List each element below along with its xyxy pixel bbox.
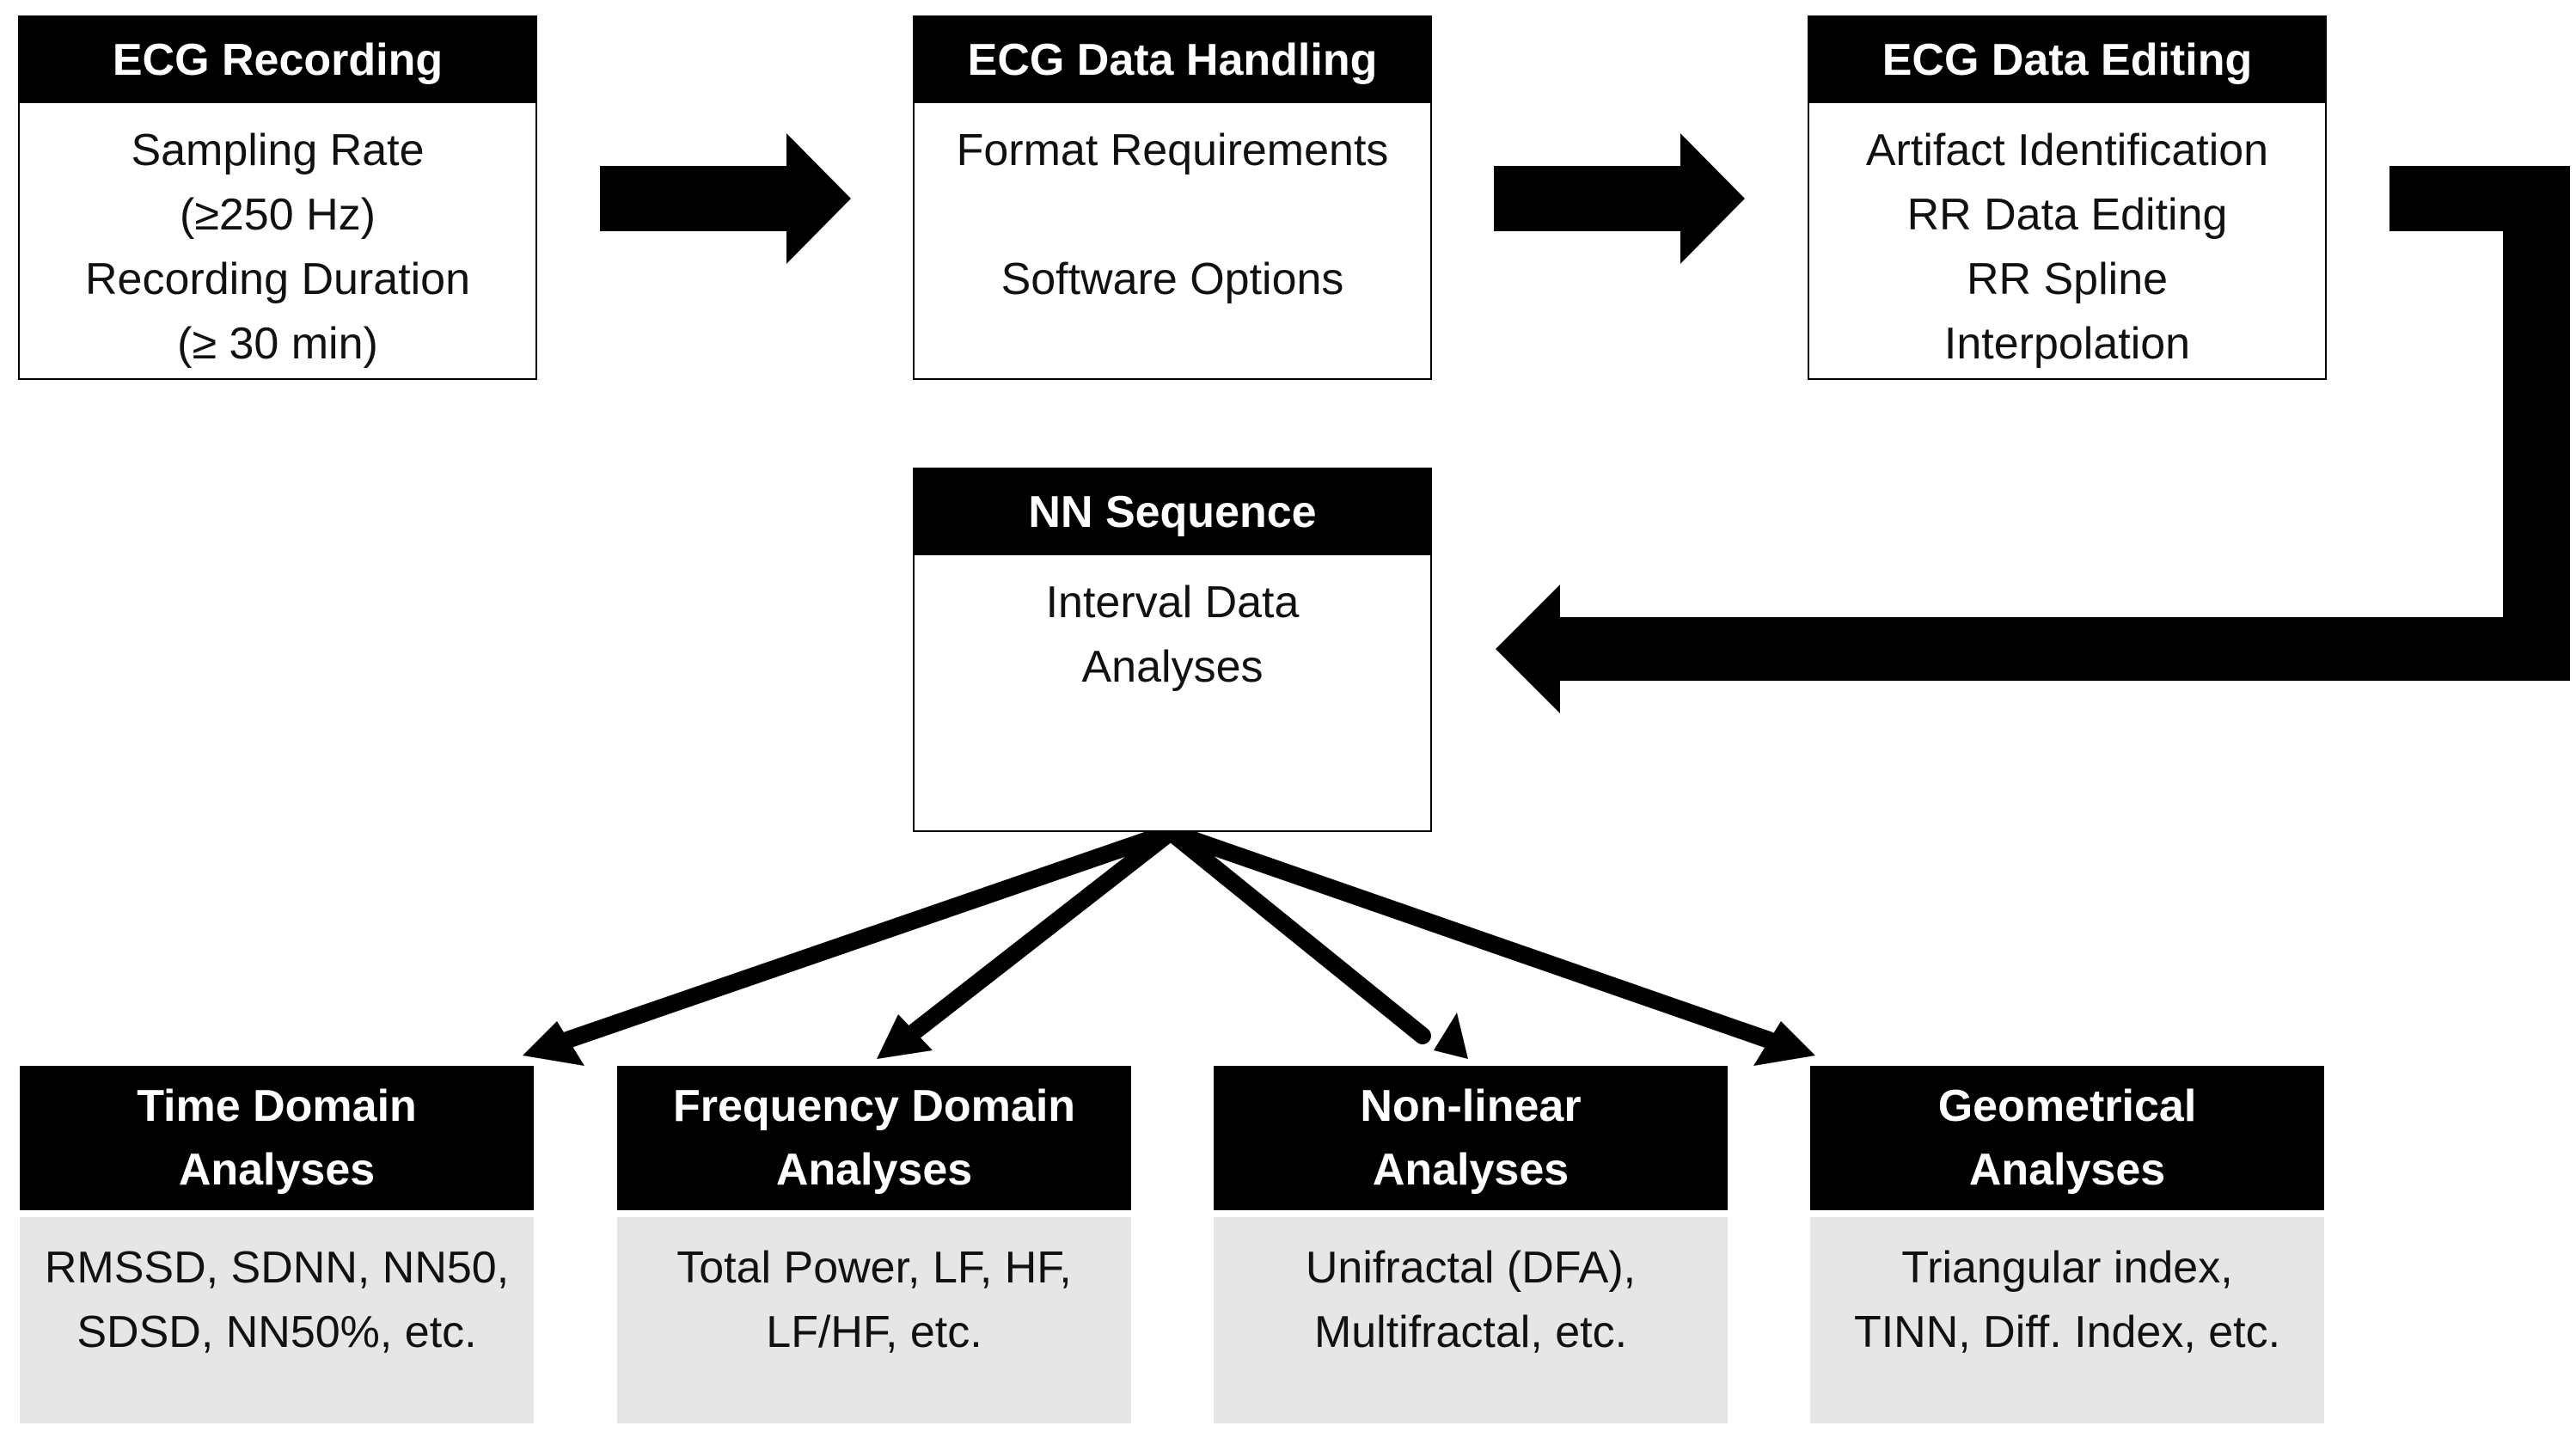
box-body: Format Requirements Software Options [915,103,1430,312]
box-body: Unifractal (DFA), Multifractal, etc. [1214,1217,1728,1423]
body-line: LF/HF, etc. [766,1307,982,1357]
body-line: Analyses [1081,642,1264,692]
box-body: Interval Data Analyses [915,555,1430,700]
box-body: Total Power, LF, HF, LF/HF, etc. [617,1217,1131,1423]
arrowhead-frequency-domain [877,1014,933,1059]
box-body: Sampling Rate (≥250 Hz) Recording Durati… [20,103,535,376]
box-title: NN Sequence [915,469,1430,555]
body-line: RMSSD, SDNN, NN50, [44,1243,510,1293]
ecg-data-editing-box: ECG Data Editing Artifact Identification… [1808,15,2327,380]
branch-arrows [559,823,1778,1049]
body-line: Artifact Identification [1865,125,2269,175]
title-line: Time Domain [137,1081,417,1131]
title-line: Geometrical [1937,1081,2197,1131]
box-title: ECG Data Handling [915,17,1430,103]
body-line: Total Power, LF, HF, [676,1243,1072,1293]
box-body: Triangular index, TINN, Diff. Index, etc… [1810,1217,2324,1423]
body-line: TINN, Diff. Index, etc. [1853,1307,2281,1357]
box-title: Geometrical Analyses [1810,1066,2324,1210]
branch-arrowheads [523,1013,1815,1066]
body-line: RR Spline [1966,254,2169,304]
body-line: (≥ 30 min) [177,319,378,369]
box-title: Non-linear Analyses [1214,1066,1728,1210]
arrow-handling-to-editing [1494,133,1745,264]
body-line: (≥250 Hz) [180,190,376,240]
box-title: Frequency Domain Analyses [617,1066,1131,1210]
body-line: RR Data Editing [1906,190,2228,240]
arrow-editing-to-nn-sequence [1496,166,2570,713]
time-domain-analyses-box: Time Domain Analyses RMSSD, SDNN, NN50, … [20,1066,534,1423]
body-line: Interpolation [1943,319,2191,369]
arrowhead-time-domain [523,1021,584,1066]
body-line: Triangular index, [1901,1243,2233,1293]
box-body: RMSSD, SDNN, NN50, SDSD, NN50%, etc. [20,1217,534,1423]
box-title: Time Domain Analyses [20,1066,534,1210]
arrow-to-time-domain [559,823,1179,1049]
body-line: Multifractal, etc. [1313,1307,1628,1357]
title-line: Analyses [1968,1145,2166,1195]
nn-sequence-box: NN Sequence Interval Data Analyses [913,468,1432,832]
arrowhead-geometrical [1753,1021,1815,1066]
title-line: Analyses [775,1145,973,1195]
box-title: ECG Data Editing [1809,17,2325,103]
body-line: Format Requirements [956,125,1389,175]
arrow-to-geometrical [1162,823,1778,1049]
arrowhead-non-linear [1434,1013,1468,1059]
body-line: Interval Data [1045,578,1300,627]
arrow-to-non-linear [1162,823,1431,1044]
title-line: Non-linear [1360,1081,1582,1131]
title-line: Analyses [178,1145,376,1195]
body-line: Recording Duration [84,254,471,304]
title-line: Analyses [1372,1145,1569,1195]
geometrical-analyses-box: Geometrical Analyses Triangular index, T… [1810,1066,2324,1423]
body-line: SDSD, NN50%, etc. [76,1307,477,1357]
box-title: ECG Recording [20,17,535,103]
body-line: Software Options [1000,254,1344,304]
ecg-data-handling-box: ECG Data Handling Format Requirements So… [913,15,1432,380]
frequency-domain-analyses-box: Frequency Domain Analyses Total Power, L… [617,1066,1131,1423]
title-line: Frequency Domain [672,1081,1076,1131]
ecg-recording-box: ECG Recording Sampling Rate (≥250 Hz) Re… [18,15,537,380]
non-linear-analyses-box: Non-linear Analyses Unifractal (DFA), Mu… [1214,1066,1728,1423]
arrow-to-frequency-domain [901,823,1179,1044]
body-line: Unifractal (DFA), [1305,1243,1637,1293]
arrow-recording-to-handling [600,133,851,264]
box-body: Artifact Identification RR Data Editing … [1809,103,2325,376]
body-line: Sampling Rate [131,125,425,175]
